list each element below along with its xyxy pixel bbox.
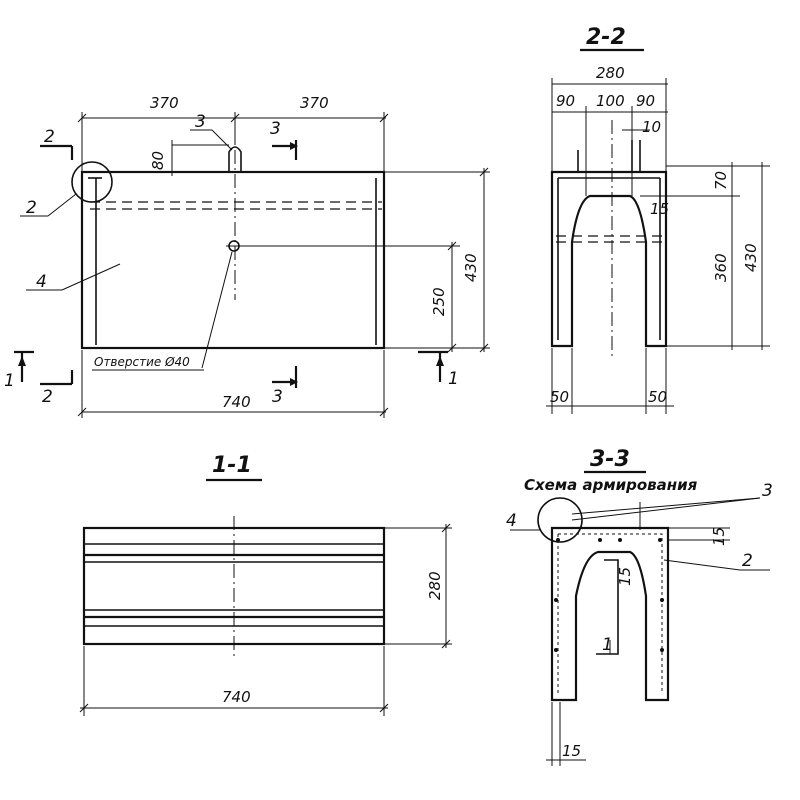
lifting-loop (228, 146, 242, 172)
dim-33-bottom: 15 (562, 742, 581, 760)
section-2-2-title: 2-2 (586, 25, 626, 50)
callout-part: 4 (36, 272, 47, 292)
dim-22-base-right: 50 (648, 388, 667, 406)
dim-hole-height: 250 (430, 287, 448, 316)
section33-outline (550, 526, 670, 702)
dim-22-inner: 360 (712, 253, 730, 282)
section1-label-right: 1 (448, 369, 459, 389)
section-3-3-title: 3-3 (590, 447, 630, 472)
section2-label-top: 2 (44, 127, 55, 147)
callout-part3: 3 (195, 112, 206, 132)
dim-33-inner: 15 (616, 567, 634, 586)
plan-dim-depth: 280 (426, 571, 444, 600)
callout-detail: 2 (26, 198, 37, 218)
plan-dim-width: 740 (222, 688, 251, 706)
dim-height: 430 (462, 253, 480, 282)
dim-22-middle: 100 (596, 92, 625, 110)
front-outline (80, 170, 386, 350)
section-2-2: 2-2 280 90 100 90 10 70 360 430 (546, 25, 770, 414)
section1-label-left: 1 (4, 371, 15, 391)
callout-33-2: 2 (742, 551, 753, 571)
dim-22-total: 280 (596, 64, 625, 82)
detail-circle (71, 161, 113, 203)
section3-label-bottom: 3 (272, 387, 283, 407)
front-view: 80 Отверстие Ø40 370 370 740 430 (4, 94, 490, 418)
dim-22-left: 90 (556, 92, 575, 110)
detail-circle-33 (537, 497, 583, 543)
callout-33-3: 3 (762, 481, 773, 501)
section2-label-bottom: 2 (42, 387, 53, 407)
dim-22-chamfer: 15 (650, 200, 669, 218)
dim-22-height: 430 (742, 243, 760, 272)
dim-total-width: 740 (222, 393, 251, 411)
hole-note: Отверстие Ø40 (94, 355, 190, 369)
dim-33-cover-top: 15 (710, 527, 728, 546)
section-3-3: 3-3 Схема армирования 1 15 4 3 2 (506, 447, 773, 766)
dim-22-small: 10 (642, 118, 661, 136)
detail-leader (47, 193, 77, 217)
callout-33-4: 4 (506, 511, 517, 531)
section3-label-top: 3 (270, 119, 281, 139)
dim-right-half: 370 (300, 94, 329, 112)
dim-notch: 80 (149, 151, 167, 170)
section-3-3-subtitle: Схема армирования (524, 476, 698, 494)
section22-outline (550, 170, 668, 348)
callout-33-1: 1 (602, 635, 613, 655)
section-1-1: 1-1 280 740 (79, 453, 452, 716)
dim-left-half: 370 (150, 94, 179, 112)
dim-22-right: 90 (636, 92, 655, 110)
hole-leader (201, 251, 233, 369)
section-1-1-title: 1-1 (212, 453, 252, 478)
part4-leader (61, 263, 121, 291)
dim-22-base-left: 50 (550, 388, 569, 406)
dim-22-top: 70 (712, 171, 730, 190)
